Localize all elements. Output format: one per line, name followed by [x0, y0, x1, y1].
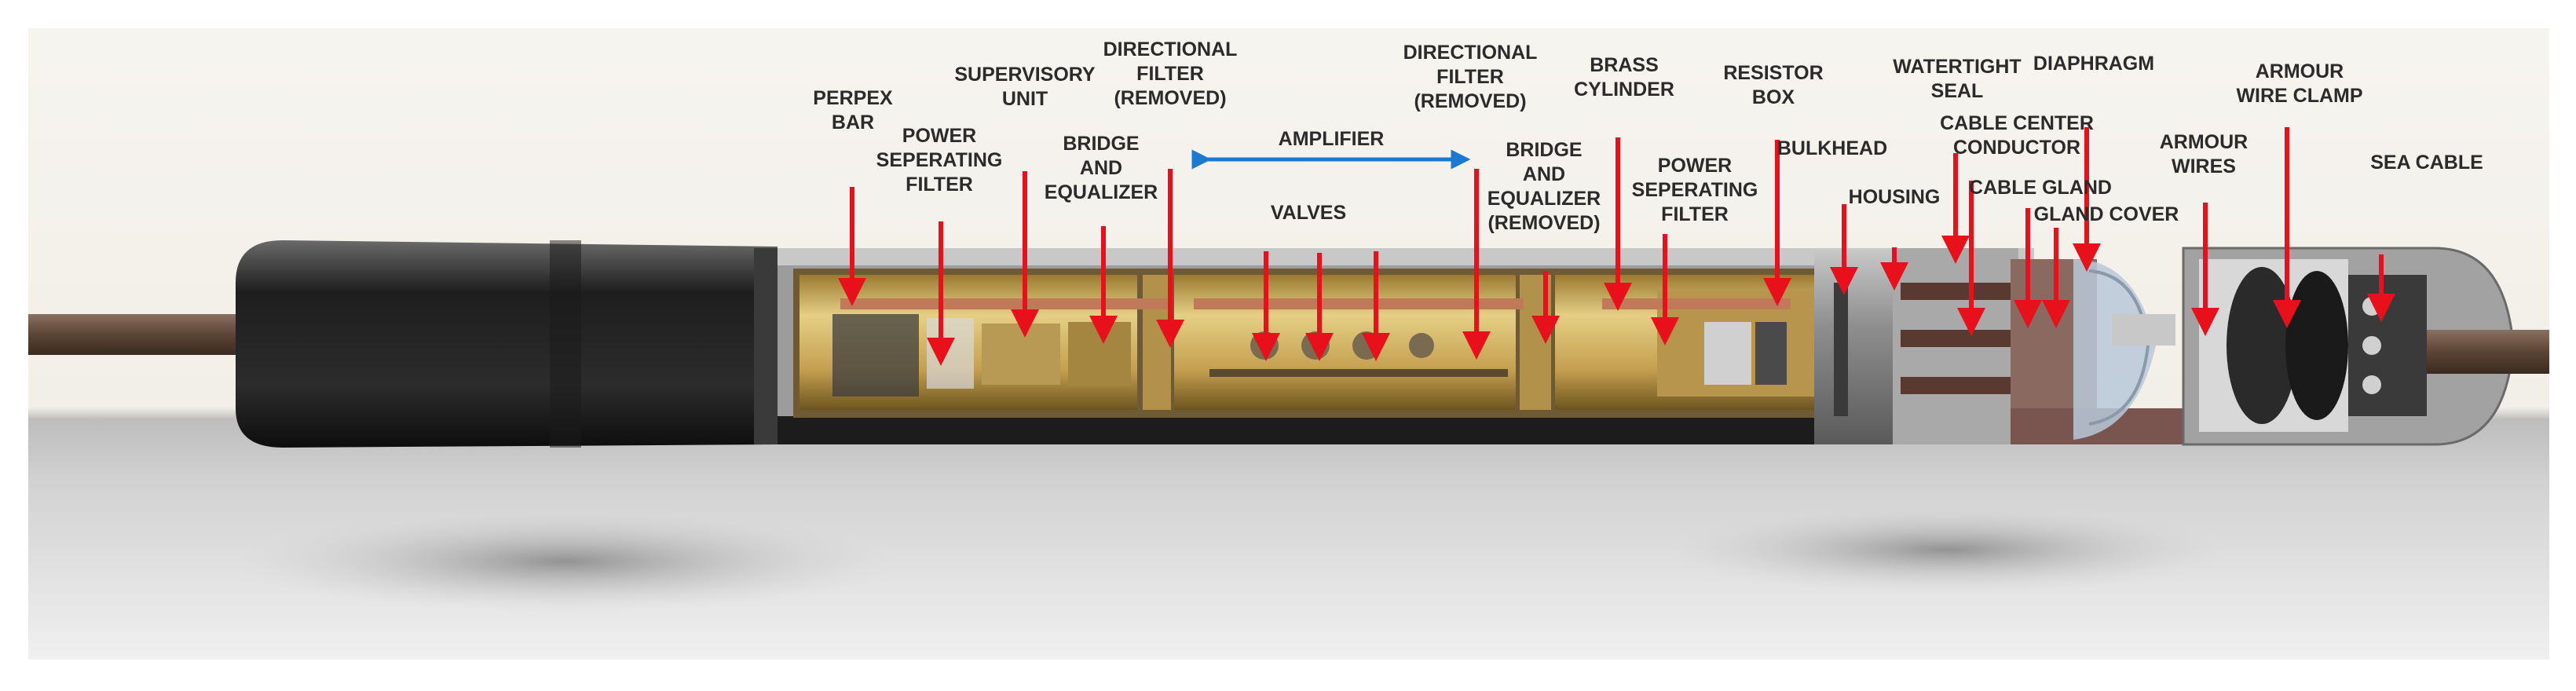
label-resistor-box: RESISTOR BOX	[1723, 62, 1824, 108]
label-supervisory-unit: SUPERVISORY UNIT	[954, 64, 1096, 110]
label-amplifier: AMPLIFIER	[1278, 128, 1385, 150]
label-brass-cylinder: BRASS CYLINDER	[1574, 54, 1674, 101]
label-armour-wires: ARMOUR WIRES	[2159, 131, 2249, 177]
label-gland-cover: GLAND COVER	[2033, 203, 2179, 225]
label-valves: VALVES	[1270, 202, 1347, 224]
label-perpex-bar: PERPEX BAR	[813, 87, 893, 133]
right-sea-cable	[2427, 330, 2549, 374]
left-end-cap	[236, 240, 785, 448]
label-bridge-and-equalizer: BRIDGE AND EQUALIZER	[1044, 133, 1158, 203]
gland-section	[2073, 259, 2175, 440]
label-directional-filter-1: DIRECTIONAL FILTER (REMOVED)	[1103, 38, 1238, 109]
label-directional-filter-2: DIRECTIONAL FILTER (REMOVED)	[1403, 42, 1538, 112]
pointer-arrows	[838, 127, 2395, 366]
label-bridge-and-equalizer-removed: BRIDGE AND EQUALIZER (REMOVED)	[1487, 139, 1601, 234]
right-end-cap	[2182, 247, 2515, 446]
label-armour-wire-clamp: ARMOUR WIRE CLAMP	[2236, 60, 2363, 107]
label-diaphragm: DIAPHRAGM	[2033, 53, 2155, 75]
label-cable-gland: CABLE GLAND	[1969, 177, 2112, 199]
label-housing: HOUSING	[1848, 186, 1941, 208]
label-cable-center-conductor: CABLE CENTER CONDUCTOR	[1940, 112, 2094, 159]
label-watertight-seal: WATERTIGHT SEAL	[1893, 56, 2022, 102]
label-sea-cable: SEA CABLE	[2370, 152, 2483, 174]
label-power-seperating-filter-2: POWER SEPERATING FILTER	[1631, 155, 1758, 225]
brass-assembly	[800, 275, 1814, 410]
label-bulkhead: BULKHEAD	[1776, 137, 1888, 159]
left-sea-cable	[28, 314, 240, 355]
label-power-seperating-filter-1: POWER SEPERATING FILTER	[876, 125, 1003, 196]
